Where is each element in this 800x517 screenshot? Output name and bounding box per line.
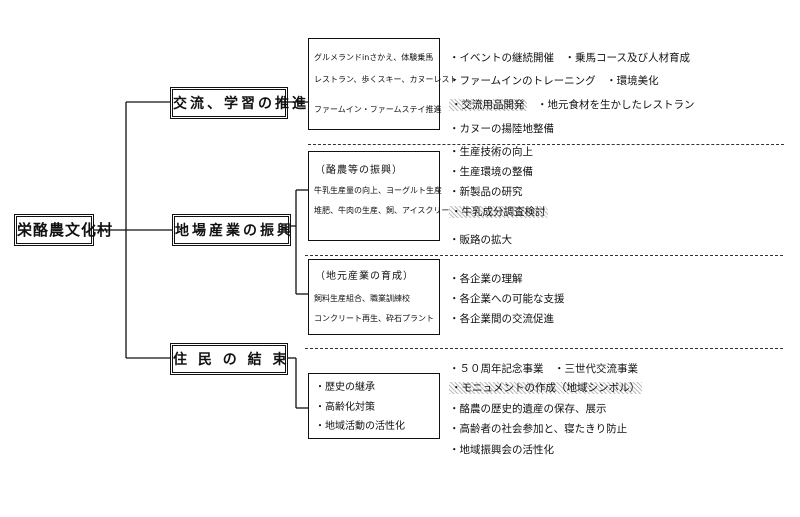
- detail-box-local-industry: （地元産業の育成） 飼料生産組合、職業訓練校 コンクリート再生、砕石プラント: [308, 259, 440, 335]
- detail-line: 牛乳生産量の向上、ヨーグルト生産: [314, 186, 442, 195]
- branch-node-exchange: 交流、学習の推進: [170, 87, 306, 119]
- detail-box-dairy: （酪農等の振興） 牛乳生産量の向上、ヨーグルト生産 堆肥、牛肉の生産、飼、アイス…: [308, 151, 457, 241]
- detail-line: 飼料生産組合、職業訓練校: [314, 294, 410, 303]
- detail-line: コンクリート再生、砕石プラント: [314, 314, 434, 323]
- detail-line: ・高齢化対策: [315, 402, 375, 413]
- section-divider: [305, 255, 783, 256]
- list-item: ・高齢者の社会参加と、寝たきり防止: [449, 423, 628, 435]
- section-divider: [308, 144, 784, 145]
- branch-label: 交流、学習の推進: [173, 96, 309, 112]
- list-item: ・交流用品開発 ・地元食材を生かしたレストラン: [449, 98, 695, 112]
- list-item: ・地域振興会の活性化: [449, 444, 554, 456]
- list-item: ・酪農の歴史的遺産の保存、展示: [449, 403, 607, 415]
- section-divider: [305, 348, 783, 349]
- list-item: ・生産技術の向上: [449, 146, 533, 158]
- list-item: ・５０周年記念事業 ・三世代交流事業: [449, 363, 638, 375]
- list-item: ・牛乳成分調査検討: [449, 205, 548, 219]
- detail-line: グルメランドinさかえ、体験乗馬: [314, 53, 434, 62]
- detail-line: ・地域活動の活性化: [315, 421, 405, 432]
- list-item: ・ファームインのトレーニング ・環境美化: [449, 75, 659, 87]
- highlighted-text: ・モニュメントの作成（地域シンボル）: [449, 382, 642, 394]
- highlighted-text: ・牛乳成分調査検討: [449, 206, 548, 218]
- list-item: ・各企業への可能な支援: [449, 293, 565, 305]
- branch-label: 地場産業の振興: [175, 223, 294, 239]
- list-item: ・イベントの継続開催 ・乗馬コース及び人材育成: [449, 52, 690, 64]
- detail-line: ファームイン・ファームステイ推進: [314, 105, 442, 114]
- sub-box-title: （酪農等の振興）: [315, 165, 403, 176]
- list-item: ・各企業間の交流促進: [449, 313, 554, 325]
- branch-node-industry: 地場産業の振興: [172, 214, 291, 246]
- detail-box-exchange: グルメランドinさかえ、体験乗馬 レストラン、歩くスキー、カヌーレスト ファーム…: [308, 38, 457, 130]
- sub-box-title: （地元産業の育成）: [315, 271, 414, 282]
- list-item: ・生産環境の整備: [449, 166, 533, 178]
- list-item: ・カヌーの揚陸地整備: [449, 123, 554, 135]
- detail-line: ・歴史の継承: [315, 382, 375, 393]
- list-item: ・販路の拡大: [449, 234, 512, 246]
- detail-line: レストラン、歩くスキー、カヌーレスト: [314, 75, 458, 84]
- highlighted-text: ・交流用品開発: [449, 99, 527, 111]
- detail-box-residents: ・歴史の継承 ・高齢化対策 ・地域活動の活性化: [308, 373, 440, 439]
- list-item: ・各企業の理解: [449, 273, 523, 285]
- branch-node-residents: 住 民 の 結 束: [170, 343, 288, 375]
- list-item: ・新製品の研究: [449, 186, 523, 198]
- root-node: 栄酪農文化村: [14, 214, 112, 246]
- list-item: ・モニュメントの作成（地域シンボル）: [449, 381, 642, 395]
- branch-label: 住 民 の 結 束: [173, 352, 290, 368]
- list-item-tail: ・地元食材を生かしたレストラン: [526, 99, 695, 111]
- detail-line: 堆肥、牛肉の生産、飼、アイスクリーム: [314, 206, 458, 215]
- root-label: 栄酪農文化村: [17, 221, 114, 239]
